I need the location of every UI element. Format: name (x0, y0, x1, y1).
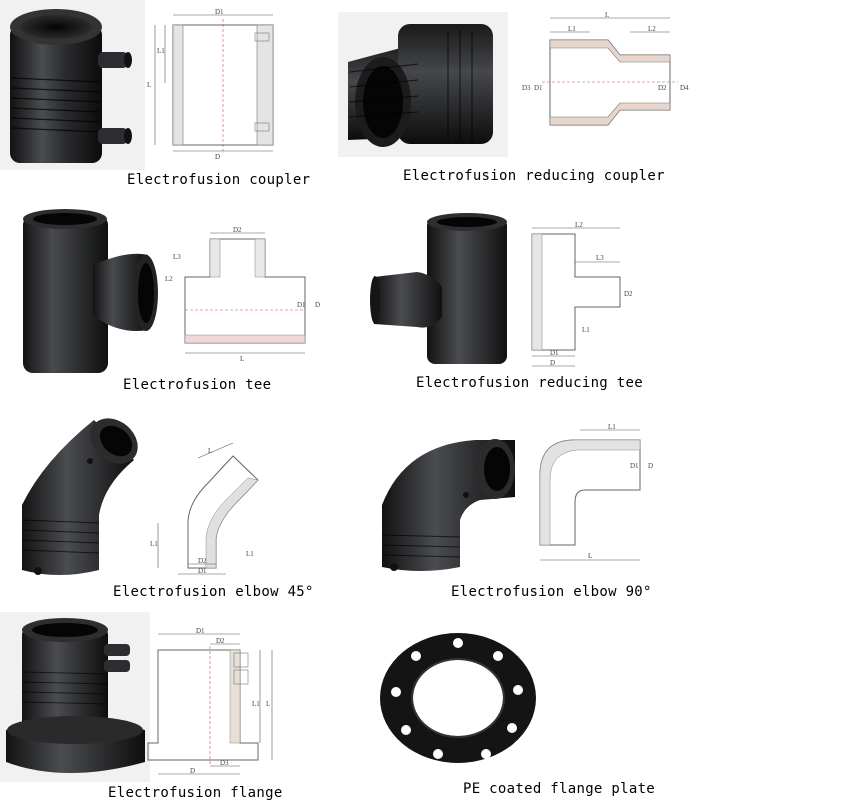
tee-dim-d1: D1 (297, 301, 306, 309)
reducing-tee-dim-d1: D1 (550, 349, 559, 357)
elbow45-dim-d2: D2 (198, 557, 207, 565)
elbow90-dim-l1: L1 (608, 423, 616, 431)
coupler-photo-image (10, 9, 132, 163)
reducing-tee-dim-l2: L2 (575, 221, 583, 229)
reducing-tee-drawing: L2 L3 D2 L1 D1 D (520, 221, 645, 372)
tee-dim-l3: L3 (173, 253, 181, 261)
reducing-coupler-dim-l1: L1 (568, 25, 576, 33)
coupler-dim-l: L (147, 81, 151, 89)
coupler-dim-l1: L1 (157, 47, 165, 55)
tee-photo-image (23, 209, 158, 373)
elbow90-dim-l: L (588, 552, 592, 560)
caption-electrofusion-flange: Electrofusion flange (108, 785, 283, 801)
reducing-tee-photo-image (370, 213, 507, 364)
flange-dim-l: L (266, 700, 270, 708)
reducing-tee-dim-d: D (550, 359, 555, 367)
elbow90-photo (380, 435, 520, 575)
reducing-coupler-photo (338, 12, 508, 157)
tee-dim-d: D (315, 301, 320, 309)
reducing-coupler-photo-image (348, 24, 493, 147)
coupler-photo (0, 0, 145, 170)
tee-dim-l: L (240, 355, 244, 363)
flange-dim-d2: D2 (216, 637, 225, 645)
reducing-coupler-dim-d2: D2 (658, 84, 667, 92)
tee-dim-d2: D2 (233, 226, 242, 234)
caption-electrofusion-elbow-45: Electrofusion elbow 45° (113, 584, 314, 600)
tee-dim-l2: L2 (165, 275, 173, 283)
coupler-drawing: D1 L1 L D (145, 5, 285, 161)
elbow45-photo-image (21, 418, 138, 575)
elbow45-dim-d1: D1 (198, 567, 207, 575)
flange-drawing: D1 D2 L1 L D3 D (147, 627, 278, 778)
elbow90-dim-d1: D1 (630, 462, 639, 470)
elbow45-dim-l: L (208, 447, 212, 455)
tee-photo (18, 205, 163, 375)
flange-photo (0, 612, 150, 782)
caption-electrofusion-reducing-coupler: Electrofusion reducing coupler (403, 168, 665, 184)
reducing-coupler-drawing: L L1 L2 D3 D1 D2 D4 (520, 10, 700, 135)
reducing-coupler-dim-l2: L2 (648, 25, 656, 33)
elbow90-photo-image (381, 439, 515, 571)
reducing-tee-dim-d2: D2 (624, 290, 633, 298)
reducing-coupler-dim-d1: D1 (534, 84, 543, 92)
flange-dim-d3: D3 (220, 759, 229, 767)
flange-dim-l1: L1 (252, 700, 260, 708)
elbow45-drawing: L L1 L1 D2 D1 (148, 442, 268, 578)
flange-plate-photo-image (380, 633, 536, 763)
elbow45-dim-l1-right: L1 (246, 550, 254, 558)
caption-electrofusion-reducing-tee: Electrofusion reducing tee (416, 375, 643, 391)
flange-dim-d: D (190, 767, 195, 775)
caption-electrofusion-coupler: Electrofusion coupler (127, 172, 311, 188)
caption-electrofusion-elbow-90: Electrofusion elbow 90° (451, 584, 652, 600)
elbow90-drawing: L1 D1 D L (530, 420, 665, 575)
reducing-tee-photo (370, 212, 512, 372)
reducing-coupler-dim-d3: D3 (522, 84, 531, 92)
elbow90-dim-d: D (648, 462, 653, 470)
tee-drawing: D2 L3 L2 D1 D L (165, 225, 330, 365)
coupler-dim-d1: D1 (215, 8, 224, 16)
reducing-coupler-dim-d4: D4 (680, 84, 689, 92)
flange-photo-image (6, 618, 145, 773)
flange-dim-d1: D1 (196, 627, 205, 635)
elbow45-dim-l1-left: L1 (150, 540, 158, 548)
coupler-dim-d: D (215, 153, 220, 161)
elbow45-photo (14, 415, 144, 580)
reducing-tee-dim-l1: L1 (582, 326, 590, 334)
reducing-tee-dim-l3: L3 (596, 254, 604, 262)
caption-electrofusion-tee: Electrofusion tee (123, 377, 272, 393)
reducing-coupler-dim-l: L (605, 11, 609, 19)
caption-pe-coated-flange-plate: PE coated flange plate (463, 781, 656, 797)
flange-plate-photo (378, 630, 540, 770)
